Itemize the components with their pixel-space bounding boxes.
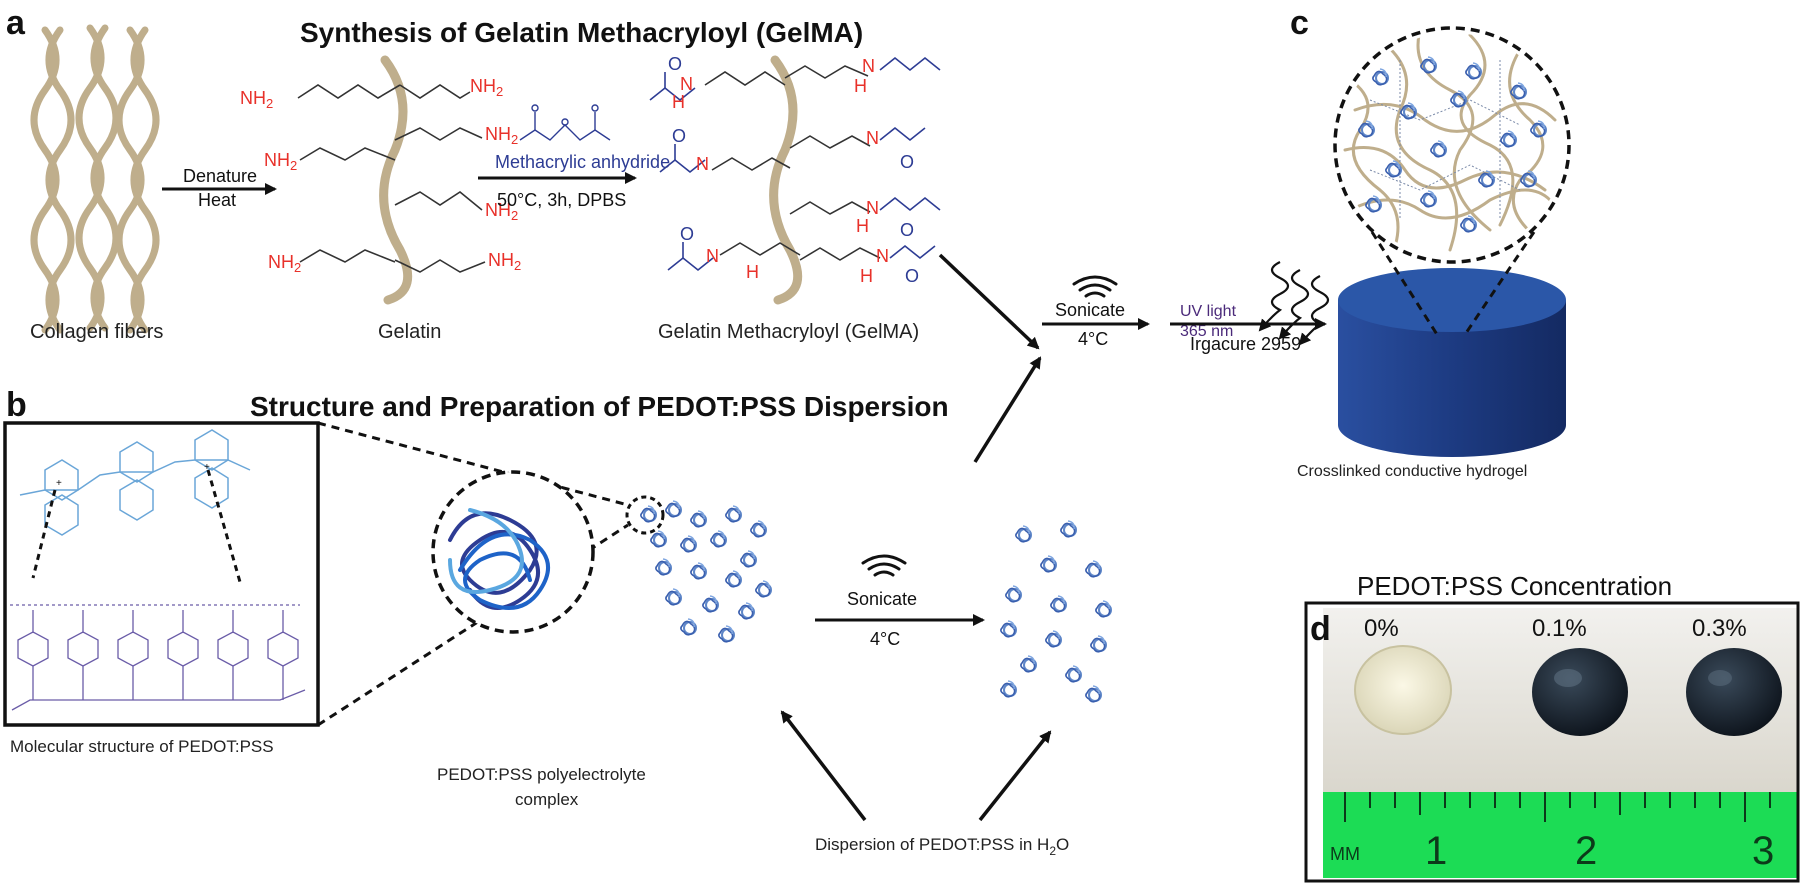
panel-d-letter: d [1310,610,1331,648]
hydrogel-cylinder [1338,268,1566,457]
svg-text:H: H [746,262,759,282]
uv-wavelength-label: 365 nm [1180,323,1233,340]
hydrogel-photo [1323,608,1798,878]
pss-chain [10,604,306,711]
panel-d-title: PEDOT:PSS Concentration [1357,571,1672,601]
zoom-cone-lines [1370,231,1536,337]
svg-text:NH2: NH2 [470,76,503,99]
gelma-graphic [649,55,941,305]
gelma-heteroatoms: O N H O N O N H N H N O N H O N H O [668,54,919,286]
pedot-charges: + + [56,462,210,489]
ruler-number-2: 2 [1575,829,1597,873]
svg-text:N: N [696,154,709,174]
ionic-interaction-lines [31,469,242,583]
hydrogel-network-zoom [1333,26,1571,264]
caption-to-complex-arrow [780,710,867,822]
ruler-number-3: 3 [1752,829,1774,873]
gelatin-amines: NH2 NH2 NH2 NH2 NH2 NH2 NH2 [240,76,521,275]
complex-aggregate [639,500,772,643]
caption-to-dispersion-arrow [978,730,1052,822]
polyelectrolyte-complex-graphic [431,470,665,634]
svg-text:N: N [866,198,879,218]
panel-a-title: Synthesis of Gelatin Methacryloyl (GelMA… [300,17,863,48]
initiator-label: Irgacure 2959 [1190,334,1301,354]
conditions-label: 50°C, 3h, DPBS [497,190,626,210]
reagent-label: Methacrylic anhydride [495,152,670,172]
sample-label-0: 0% [1364,615,1399,642]
b-temperature-label: 4°C [870,629,900,649]
svg-text:NH2: NH2 [485,124,518,147]
sample-label-2: 0.3% [1692,615,1747,642]
complex-label-line2: complex [515,790,579,809]
merge-temperature-label: 4°C [1078,329,1108,349]
svg-text:NH2: NH2 [240,88,273,111]
dispersed-particles [999,520,1112,703]
svg-text:H: H [860,266,873,286]
svg-text:NH2: NH2 [485,200,518,223]
svg-text:O: O [900,152,914,172]
panel-b-title: Structure and Preparation of PEDOT:PSS D… [250,391,949,422]
complex-label-line1: PEDOT:PSS polyelectrolyte [437,765,646,784]
sample-label-1: 0.1% [1532,615,1587,642]
svg-text:O: O [672,126,686,146]
svg-text:O: O [680,224,694,244]
svg-text:+: + [56,478,62,489]
dispersion-to-mix-arrow [973,356,1042,463]
box-zoom-lines [317,421,629,727]
gelma-to-mix-arrow [938,253,1040,350]
dispersion-label: Dispersion of PEDOT:PSS in H2O [815,835,1069,858]
svg-text:H: H [856,216,869,236]
gelatin-label: Gelatin [378,321,441,343]
svg-text:NH2: NH2 [264,150,297,173]
svg-text:+: + [204,462,210,473]
panel-d-frame [1304,601,1800,883]
svg-text:O: O [668,54,682,74]
ruler-unit: MM [1330,844,1360,864]
gelatin-graphic [297,55,486,305]
svg-text:H: H [672,92,685,112]
svg-text:N: N [706,246,719,266]
gelma-label: Gelatin Methacryloyl (GelMA) [658,321,919,343]
denature-label: Denature [183,166,257,186]
sonicate-icon-b [861,554,907,577]
svg-text:N: N [866,128,879,148]
methacrylic-anhydride-structure [519,104,611,141]
merge-sonicate-label: Sonicate [1055,300,1125,320]
svg-text:NH2: NH2 [268,252,301,275]
panel-a-letter: a [6,4,26,42]
pedot-chain [19,429,251,536]
ruler-number-1: 1 [1425,829,1447,873]
svg-text:N: N [876,246,889,266]
hydrogel-label: Crosslinked conductive hydrogel [1297,463,1527,480]
svg-text:N: N [862,56,875,76]
svg-text:N: N [680,74,693,94]
heat-label: Heat [198,190,236,210]
sonicate-icon [1072,275,1118,298]
svg-text:O: O [905,266,919,286]
b-sonicate-label: Sonicate [847,589,917,609]
molecular-structure-label: Molecular structure of PEDOT:PSS [10,737,274,756]
uv-light-icon [1258,261,1330,346]
svg-text:O: O [900,220,914,240]
collagen-fibers-graphic [30,24,160,334]
svg-text:H: H [854,76,867,96]
uv-light-label: UV light [1180,303,1237,320]
collagen-label: Collagen fibers [30,321,163,343]
molecular-structure-box [3,421,320,727]
panel-c-letter: c [1290,4,1309,42]
svg-text:NH2: NH2 [488,250,521,273]
panel-b-letter: b [6,386,27,424]
